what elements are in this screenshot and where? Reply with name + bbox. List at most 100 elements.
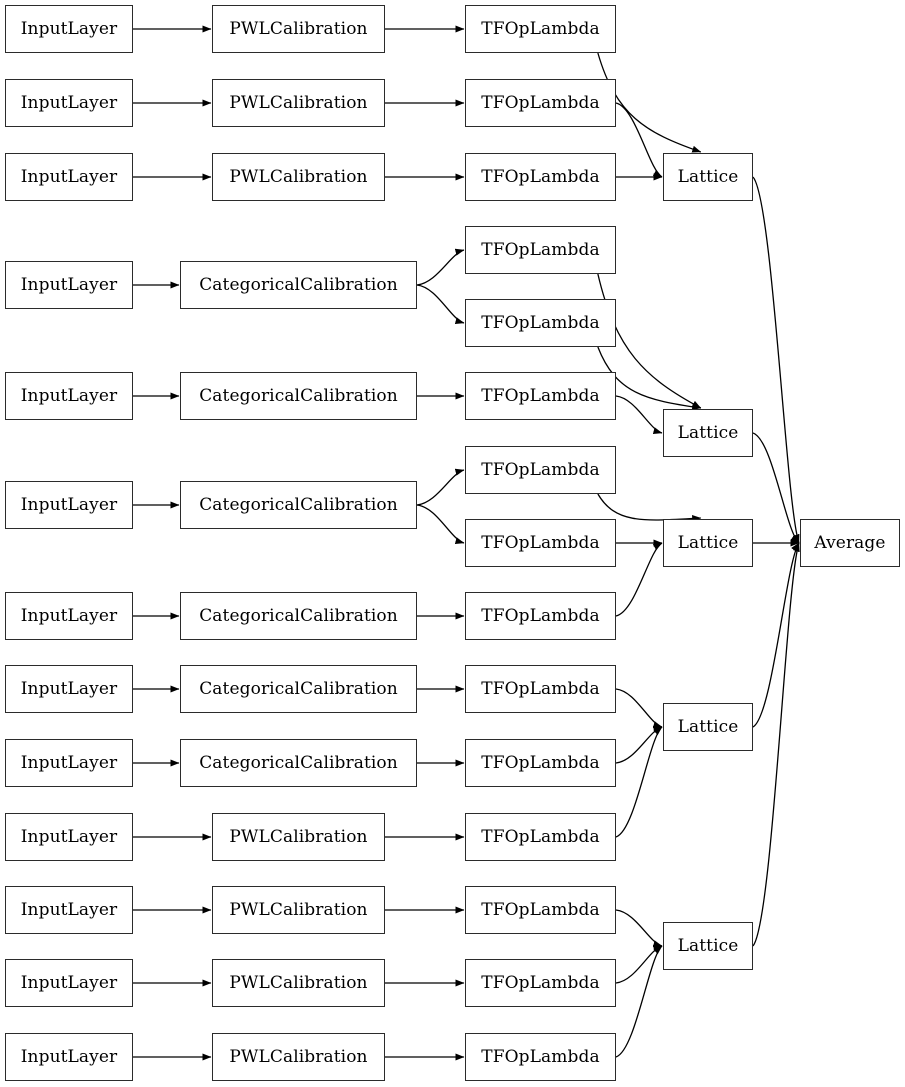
graph-node-label: InputLayer [20,494,118,515]
graph-node-label: Lattice [677,166,739,187]
graph-node-label: CategoricalCalibration [199,752,398,773]
graph-node-label: PWLCalibration [229,899,368,920]
graph-node-op2: TFOpLambda [465,79,616,127]
graph-node-label: InputLayer [20,899,118,920]
graph-edge-lat1-to-avg [752,176,800,544]
graph-node-op11: TFOpLambda [465,739,616,787]
graph-node-label: TFOpLambda [481,605,600,626]
graph-node-in12: InputLayer [5,959,133,1007]
graph-edge-op7-to-lat3 [597,493,702,522]
graph-node-lat3: Lattice [663,519,753,567]
graph-node-label: TFOpLambda [481,166,600,187]
graph-node-cal11: PWLCalibration [212,886,385,934]
graph-edge-lat4-to-avg [752,542,800,728]
graph-node-label: TFOpLambda [481,459,600,480]
graph-edge-op11-to-lat4 [615,725,663,764]
graph-node-cal3: PWLCalibration [212,153,385,201]
graph-node-in6: InputLayer [5,481,133,529]
graph-node-lat2: Lattice [663,409,753,457]
graph-node-in10: InputLayer [5,813,133,861]
graph-node-in3: InputLayer [5,153,133,201]
graph-node-lat5: Lattice [663,922,753,970]
graph-node-op5: TFOpLambda [465,299,616,347]
graph-node-label: InputLayer [20,18,118,39]
graph-node-label: CategoricalCalibration [199,678,398,699]
graph-edge-op12-to-lat4 [615,726,663,838]
graph-node-avg: Average [800,519,900,567]
graph-node-label: TFOpLambda [481,532,600,553]
graph-node-cal12: PWLCalibration [212,959,385,1007]
graph-node-cal10: PWLCalibration [212,813,385,861]
graph-node-cal6: CategoricalCalibration [180,481,417,529]
graph-node-lat1: Lattice [663,153,753,201]
graph-edge-op2-to-lat1 [615,102,663,178]
graph-node-label: TFOpLambda [481,239,600,260]
graph-edge-cal6-to-op7 [416,468,465,506]
graph-edge-op9-to-lat3 [615,542,663,617]
graph-node-label: Lattice [677,935,739,956]
graph-node-label: PWLCalibration [229,18,368,39]
graph-node-in2: InputLayer [5,79,133,127]
graph-node-op3: TFOpLambda [465,153,616,201]
graph-edge-op13-to-lat5 [615,909,663,948]
graph-node-in9: InputLayer [5,739,133,787]
graph-node-label: CategoricalCalibration [199,385,398,406]
graph-edge-op15-to-lat5 [615,945,663,1058]
graph-node-label: CategoricalCalibration [199,274,398,295]
graph-node-label: InputLayer [20,752,118,773]
graph-node-label: PWLCalibration [229,972,368,993]
graph-node-label: InputLayer [20,1046,118,1067]
graph-node-cal2: PWLCalibration [212,79,385,127]
graph-node-op14: TFOpLambda [465,959,616,1007]
graph-node-label: PWLCalibration [229,1046,368,1067]
graph-node-op10: TFOpLambda [465,665,616,713]
graph-node-op8: TFOpLambda [465,519,616,567]
graph-node-op7: TFOpLambda [465,446,616,494]
graph-edge-op14-to-lat5 [615,944,663,984]
graph-node-op6: TFOpLambda [465,372,616,420]
graph-node-in7: InputLayer [5,592,133,640]
graph-node-label: PWLCalibration [229,826,368,847]
graph-node-in1: InputLayer [5,5,133,53]
graph-node-label: TFOpLambda [481,1046,600,1067]
graph-node-cal13: PWLCalibration [212,1033,385,1081]
graph-node-label: InputLayer [20,605,118,626]
graph-node-label: TFOpLambda [481,312,600,333]
graph-node-label: TFOpLambda [481,826,600,847]
graph-edge-cal6-to-op8 [416,504,465,545]
graph-node-label: Average [814,532,886,553]
graph-node-cal1: PWLCalibration [212,5,385,53]
graph-node-cal9: CategoricalCalibration [180,739,417,787]
graph-edge-lat2-to-avg [752,432,800,544]
graph-node-cal7: CategoricalCalibration [180,592,417,640]
graph-node-op9: TFOpLambda [465,592,616,640]
graph-node-label: TFOpLambda [481,899,600,920]
graph-node-label: InputLayer [20,826,118,847]
graph-node-in11: InputLayer [5,886,133,934]
graph-node-label: TFOpLambda [481,385,600,406]
graph-node-label: PWLCalibration [229,166,368,187]
graph-node-cal4: CategoricalCalibration [180,261,417,309]
graph-node-cal8: CategoricalCalibration [180,665,417,713]
graph-node-in5: InputLayer [5,372,133,420]
graph-node-label: CategoricalCalibration [199,494,398,515]
graph-node-label: InputLayer [20,166,118,187]
graph-node-label: InputLayer [20,274,118,295]
graph-edge-op10-to-lat4 [615,688,663,728]
graph-node-label: TFOpLambda [481,18,600,39]
graph-node-op1: TFOpLambda [465,5,616,53]
graph-node-op13: TFOpLambda [465,886,616,934]
graph-node-in4: InputLayer [5,261,133,309]
graph-edge-cal4-to-op5 [416,284,465,325]
graph-node-label: TFOpLambda [481,678,600,699]
graph-node-op12: TFOpLambda [465,813,616,861]
graph-node-op15: TFOpLambda [465,1033,616,1081]
graph-node-in8: InputLayer [5,665,133,713]
graph-node-label: CategoricalCalibration [199,605,398,626]
graph-node-lat4: Lattice [663,703,753,751]
graph-node-label: InputLayer [20,678,118,699]
graph-node-label: InputLayer [20,972,118,993]
graph-edge-cal4-to-op4 [416,248,465,286]
